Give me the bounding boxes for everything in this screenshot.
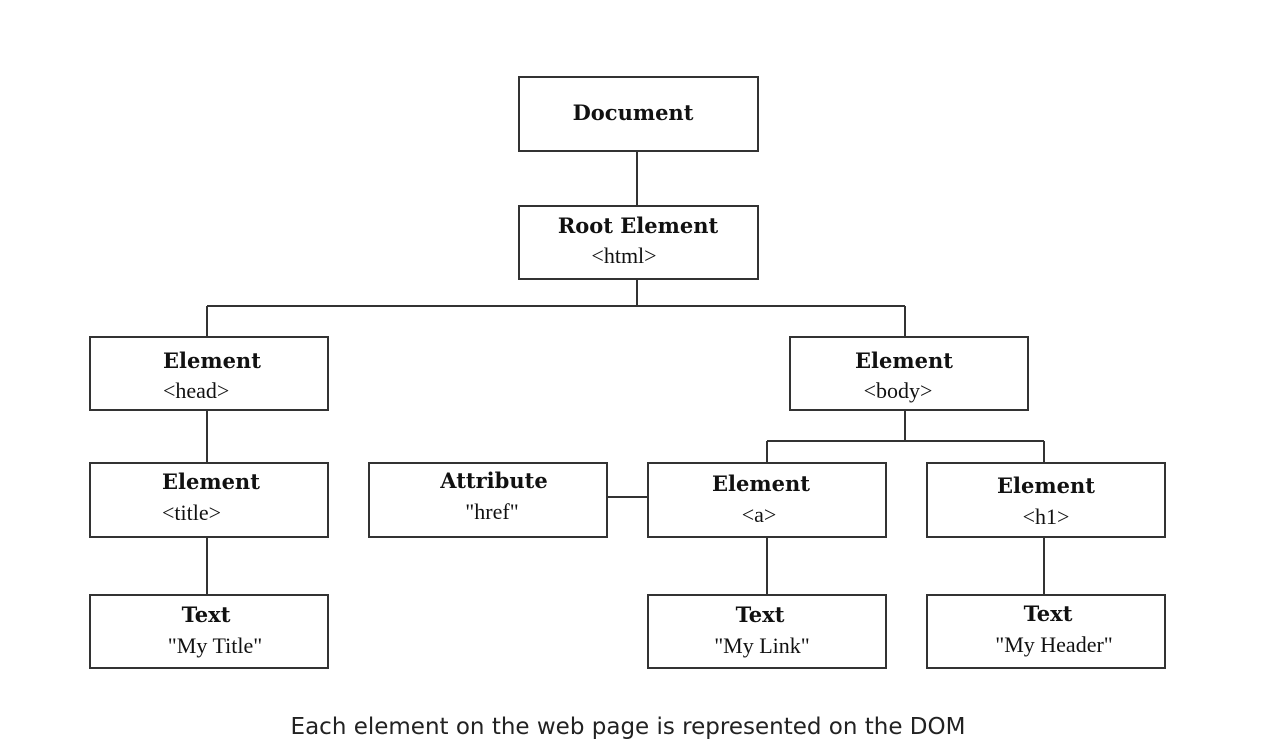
node-attribute-value: "href" [465,499,518,524]
connectors [206,151,1045,595]
node-document: Document [518,76,759,152]
node-attribute: Attribute "href" [368,462,608,538]
node-root-element: Root Element <html> [518,205,759,280]
node-document-type: Document [573,100,694,125]
node-link-text-type: Text [736,602,785,627]
node-root-element-value: <html> [591,243,656,268]
node-head-box [89,336,329,411]
node-link-text-value: "My Link" [714,633,810,658]
node-title-text: Text "My Title" [89,594,329,669]
node-a-value: <a> [742,502,777,527]
node-header-text-type: Text [1024,601,1073,626]
node-head-value: <head> [163,378,229,403]
node-body-type: Element [855,348,953,373]
node-title-text-value: "My Title" [168,633,262,658]
node-h1-type: Element [997,473,1095,498]
node-title-type: Element [162,469,260,494]
node-document-box [518,76,759,152]
node-head: Element <head> [89,336,329,411]
node-body: Element <body> [789,336,1029,411]
node-link-text-box [647,594,887,669]
node-attribute-box [368,462,608,538]
node-link-text: Text "My Link" [647,594,887,669]
node-head-type: Element [163,348,261,373]
node-a-box [647,462,887,538]
node-attribute-type: Attribute [439,468,547,493]
node-a-type: Element [712,471,810,496]
node-header-text-box [926,594,1166,669]
node-body-value: <body> [864,378,933,403]
node-title-text-box [89,594,329,669]
node-title: Element <title> [89,462,329,538]
node-root-element-type: Root Element [558,213,719,238]
node-h1-box [926,462,1166,538]
node-header-text-value: "My Header" [995,632,1113,657]
node-title-box [89,462,329,538]
node-body-box [789,336,1029,411]
node-title-text-type: Text [182,602,231,627]
node-h1-value: <h1> [1023,504,1070,529]
node-title-value: <title> [162,500,221,525]
node-header-text: Text "My Header" [926,594,1166,669]
node-a: Element <a> [647,462,887,538]
node-root-element-box [518,205,759,280]
diagram-caption: Each element on the web page is represen… [290,714,966,740]
node-h1: Element <h1> [926,462,1166,538]
